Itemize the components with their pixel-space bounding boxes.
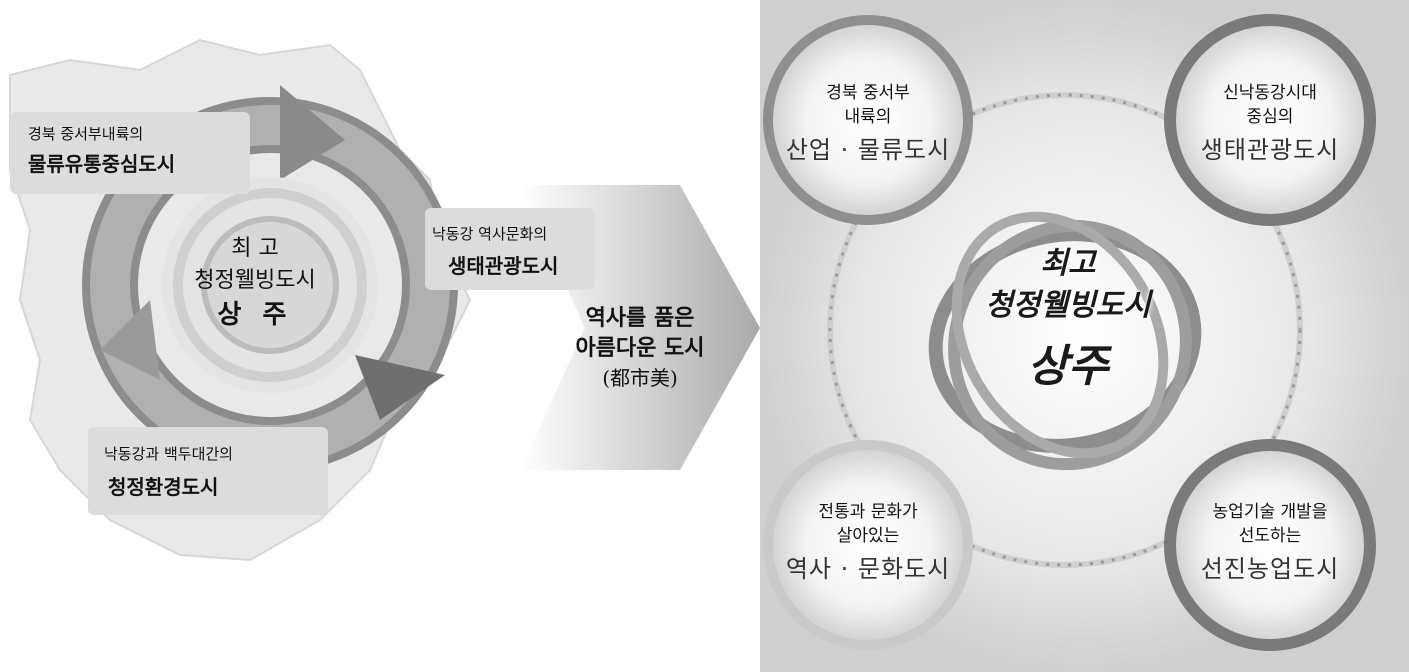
box-right-bg — [425, 208, 595, 290]
left-center-line1: 최 고 — [231, 236, 279, 261]
box-right-line1: 낙동강 역사문화의 — [432, 225, 548, 243]
ring-arrowhead-right — [355, 355, 445, 420]
circle-bl-line3: 역사 · 문화도시 — [785, 555, 951, 583]
circle-bl-line2: 살아있는 — [836, 526, 900, 546]
circle-tr — [1164, 14, 1376, 226]
arrow-line1: 역사를 품은 — [585, 306, 695, 331]
ring-arrowhead-top — [280, 85, 345, 180]
circle-tr-line2: 중심의 — [1246, 107, 1294, 127]
circle-br — [1164, 439, 1376, 651]
box-top-line2: 물류유통중심도시 — [28, 152, 176, 176]
box-bottom-bg — [88, 427, 328, 515]
box-right-line2: 생태관광도시 — [448, 254, 559, 278]
circle-tr-line1: 신낙동강시대 — [1223, 83, 1317, 103]
circle-br-line2: 선도하는 — [1238, 526, 1302, 546]
box-bottom-line2: 청정환경도시 — [108, 475, 219, 499]
circle-tl-line3: 산업 · 물류도시 — [785, 136, 951, 164]
circle-bl — [763, 440, 973, 650]
circle-tl — [763, 15, 973, 225]
circle-tl-line1: 경북 중서부 — [826, 83, 910, 103]
circle-br-line3: 선진농업도시 — [1200, 555, 1340, 583]
circle-tr-line3: 생태관광도시 — [1200, 136, 1340, 164]
arrow-line2: 아름다운 도시 — [575, 336, 705, 361]
right-center-line1: 최고 — [1040, 246, 1096, 281]
box-top-bg — [10, 112, 250, 194]
right-center-line3: 상주 — [1027, 341, 1109, 392]
circle-br-line1: 농업기술 개발을 — [1212, 502, 1328, 522]
left-center-line3: 상 주 — [217, 300, 293, 330]
box-top-line1: 경북 중서부내륙의 — [28, 125, 144, 143]
circle-bl-line1: 전통과 문화가 — [818, 502, 918, 522]
left-center-line2: 청정웰빙도시 — [194, 268, 316, 293]
ring-arrowhead-left — [100, 300, 160, 380]
arrow-line3: (都市美) — [602, 366, 678, 390]
right-center-line2: 청정웰빙도시 — [985, 288, 1151, 323]
box-bottom-line1: 낙동강과 백두대간의 — [104, 445, 233, 463]
circle-tl-line2: 내륙의 — [844, 107, 892, 127]
